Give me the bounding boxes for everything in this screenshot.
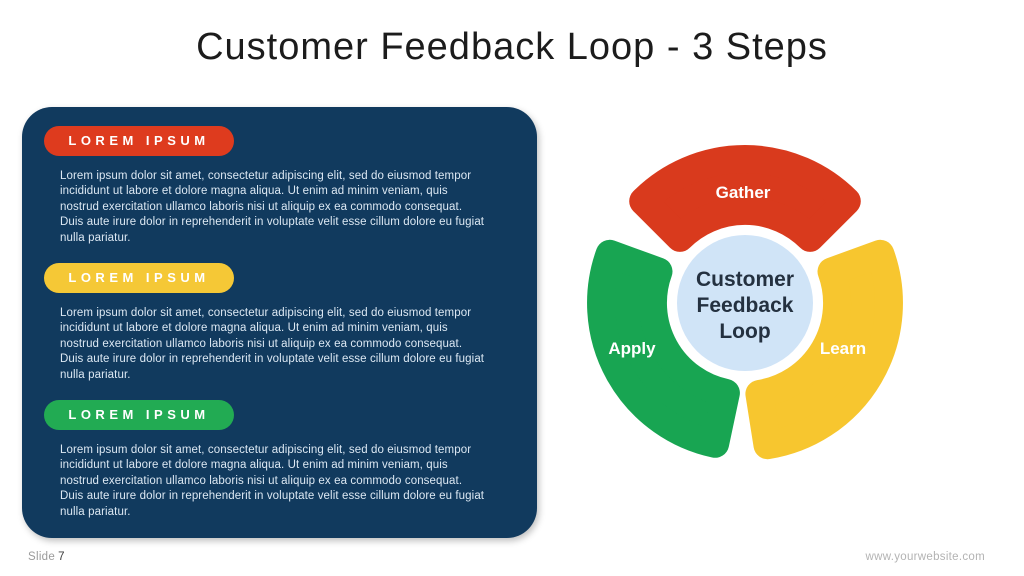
text-panel: LOREM IPSUM Lorem ipsum dolor sit amet, … <box>22 107 537 538</box>
segment-learn-arc <box>745 239 903 460</box>
segment-apply-label: Apply <box>608 339 656 358</box>
panel-section-1: LOREM IPSUM Lorem ipsum dolor sit amet, … <box>44 126 514 246</box>
section-1-badge: LOREM IPSUM <box>44 126 234 156</box>
diagram-center-label-line-3: Loop <box>719 320 770 343</box>
slide-title: Customer Feedback Loop - 3 Steps <box>196 26 828 68</box>
diagram-center-circle <box>677 235 813 371</box>
section-1-body: Lorem ipsum dolor sit amet, consectetur … <box>60 170 485 244</box>
feedback-loop-diagram: Gather Apply Learn Customer Feedback Loo… <box>587 145 903 460</box>
panel-section-3: LOREM IPSUM Lorem ipsum dolor sit amet, … <box>44 400 514 520</box>
section-2-body: Lorem ipsum dolor sit amet, consectetur … <box>60 307 485 381</box>
panel-section-2: LOREM IPSUM Lorem ipsum dolor sit amet, … <box>44 263 514 383</box>
segment-gather-arc <box>629 145 861 252</box>
segment-apply-arc <box>587 239 740 458</box>
section-3-badge: LOREM IPSUM <box>44 400 234 430</box>
slide-number-label: Slide <box>28 551 56 563</box>
diagram-center-label-line-1: Customer <box>696 268 794 291</box>
segment-gather-label: Gather <box>716 183 771 202</box>
section-2-badge: LOREM IPSUM <box>44 263 234 293</box>
segment-learn-label: Learn <box>820 339 866 358</box>
diagram-center-label-line-2: Feedback <box>697 294 794 317</box>
slide-number-value: 7 <box>58 551 65 563</box>
website-url: www.yourwebsite.com <box>865 551 985 563</box>
section-3-body: Lorem ipsum dolor sit amet, consectetur … <box>60 444 485 518</box>
